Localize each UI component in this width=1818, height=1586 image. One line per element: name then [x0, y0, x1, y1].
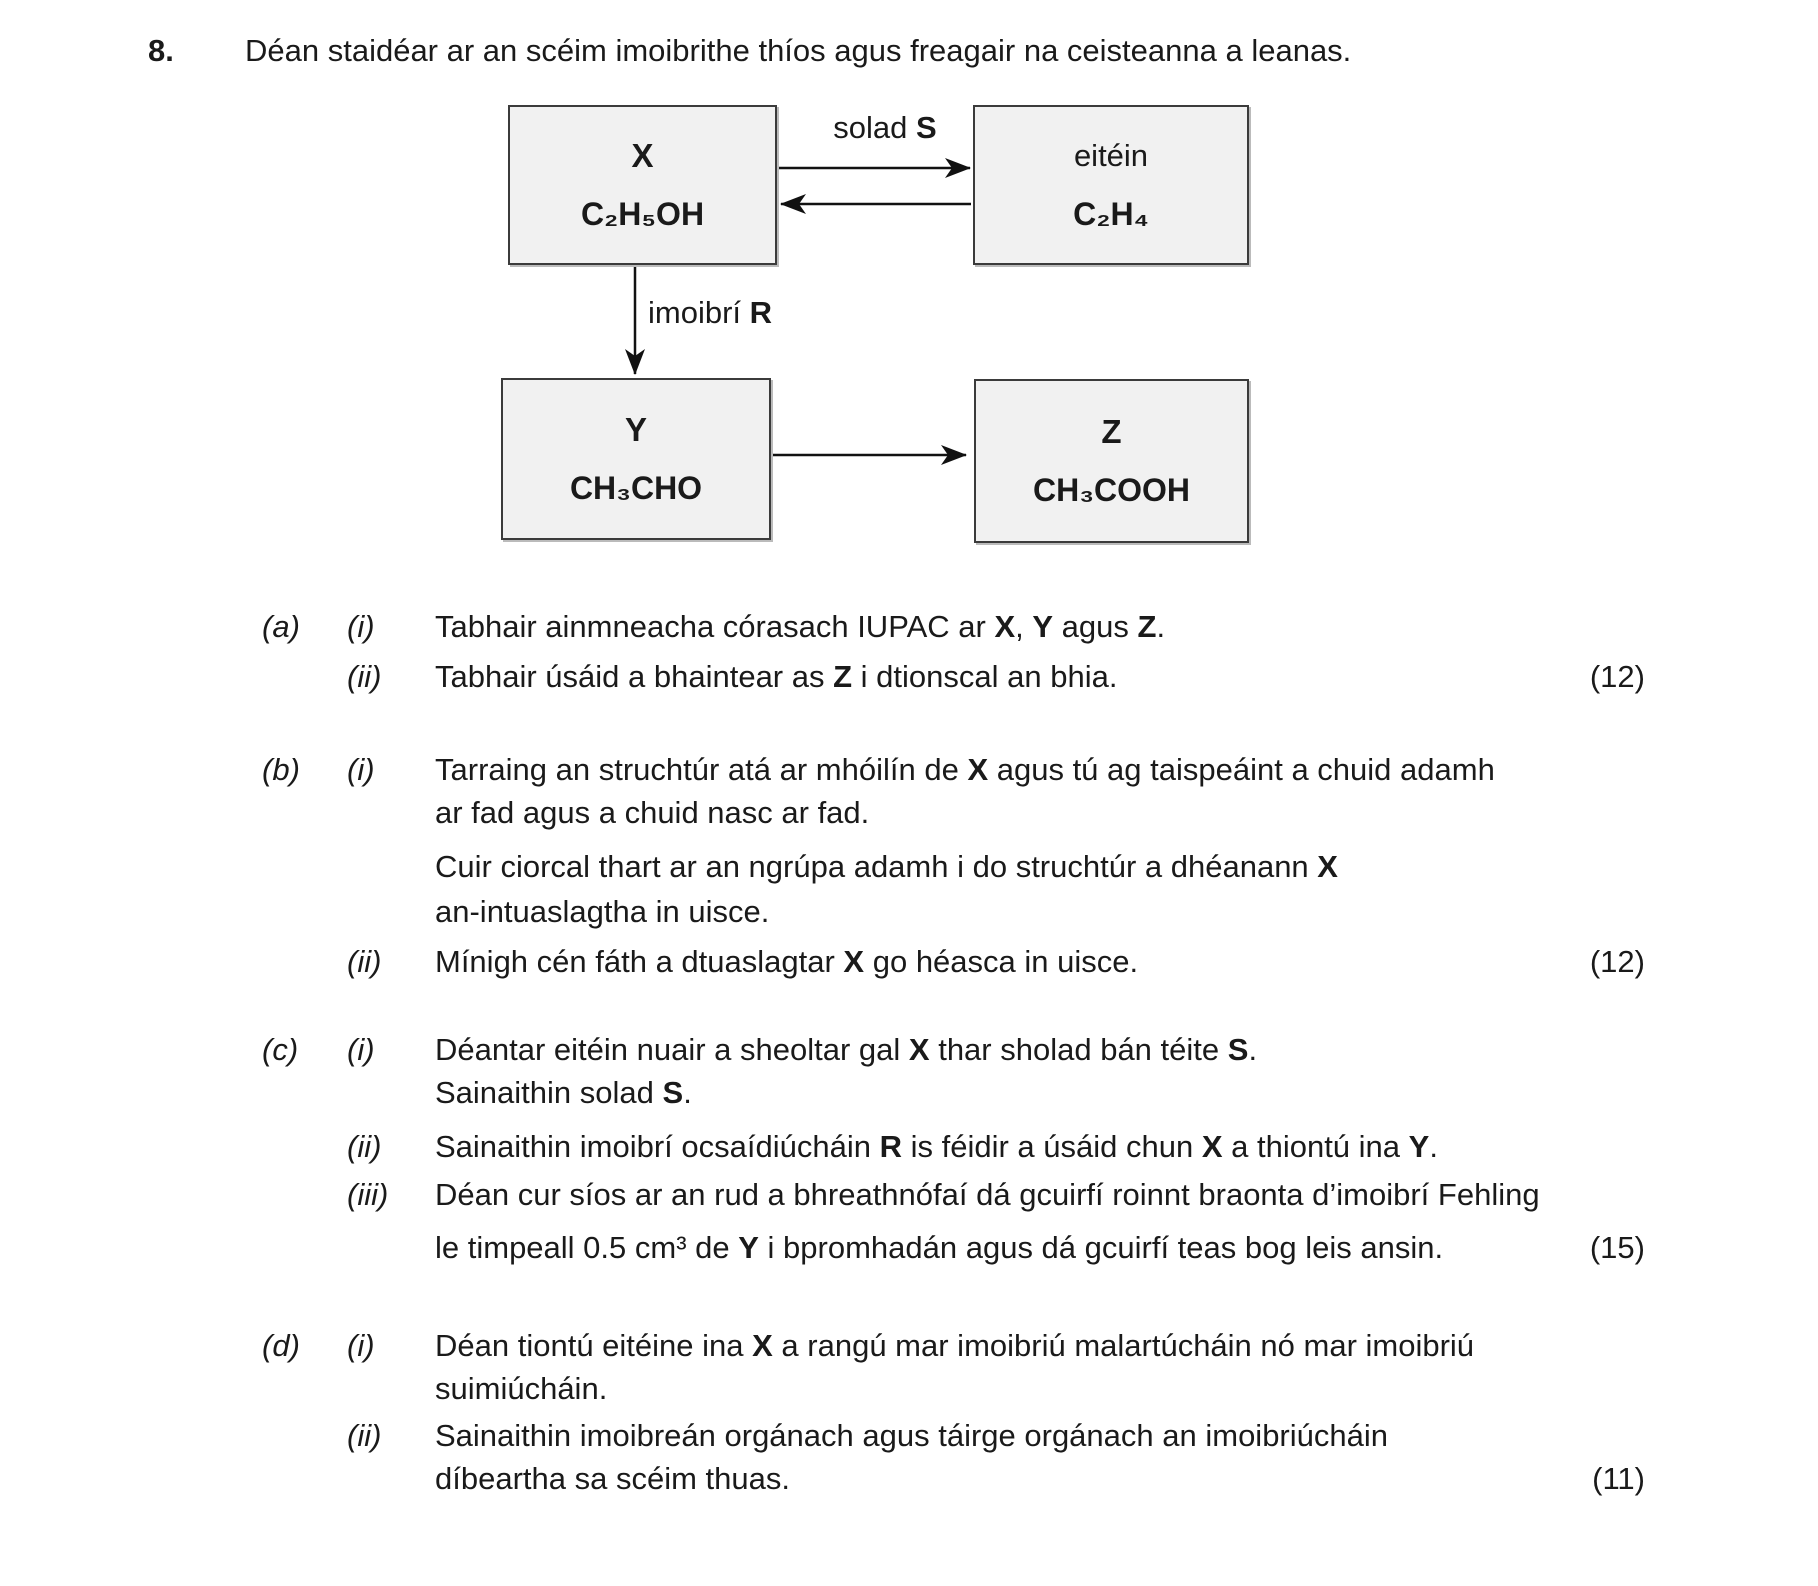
question-text: ar fad agus a chuid nasc ar fad.: [435, 795, 870, 830]
box-y-label: Y: [624, 411, 647, 448]
question-text: Déan tiontú eitéine ina X a rangú mar im…: [435, 1328, 1475, 1363]
question-text: Déan cur síos ar an rud a bhreathnófaí d…: [435, 1177, 1540, 1212]
question-line-c-ii: (ii) Sainaithin imoibrí ocsaídiúcháin R …: [0, 1126, 1818, 1168]
question-text: le timpeall 0.5 cm³ de Y i bpromhadán ag…: [435, 1230, 1444, 1265]
question-line-d-i-2: suimiúcháin.: [0, 1368, 1818, 1410]
part-label: (c): [262, 1032, 299, 1067]
question-line-a-ii: (ii) Tabhair úsáid a bhaintear as Z i dt…: [0, 656, 1818, 698]
part-label: (d): [262, 1328, 300, 1363]
question-text: Sainaithin imoibrí ocsaídiúcháin R is fé…: [435, 1129, 1438, 1164]
question-header: 8. Déan staidéar ar an scéim imoibrithe …: [0, 30, 1818, 72]
marks: (12): [1589, 944, 1645, 979]
box-eitein-formula: C₂H₄: [1073, 196, 1149, 232]
question-number: 8.: [148, 33, 174, 68]
box-compound-x: X C₂H₅OH: [508, 105, 777, 265]
part-label: (b): [262, 752, 300, 787]
question-line-c-i-2: Sainaithin solad S.: [0, 1072, 1818, 1114]
sub-label: (ii): [347, 1129, 382, 1164]
question-line-d-i-1: (d) (i) Déan tiontú eitéine ina X a rang…: [0, 1325, 1818, 1367]
question-text: Sainaithin imoibreán orgánach agus táirg…: [435, 1418, 1388, 1453]
question-line-b-i-1: (b) (i) Tarraing an struchtúr atá ar mhó…: [0, 749, 1818, 791]
question-line-b-i-2: ar fad agus a chuid nasc ar fad.: [0, 792, 1818, 834]
sub-label: (ii): [347, 1418, 382, 1453]
question-text: suimiúcháin.: [435, 1371, 608, 1406]
sub-label: (i): [347, 752, 375, 787]
sub-label: (i): [347, 1032, 375, 1067]
question-line-d-ii-2: díbeartha sa scéim thuas. (11): [0, 1458, 1818, 1500]
box-z-label: Z: [1101, 413, 1122, 450]
box-compound-y: Y CH₃CHO: [501, 378, 771, 540]
box-x-label: X: [631, 137, 654, 174]
marks: (15): [1589, 1230, 1645, 1265]
arrow-label-solad-s: solad S: [833, 110, 937, 145]
question-line-c-iii-1: (iii) Déan cur síos ar an rud a bhreathn…: [0, 1174, 1818, 1216]
sub-label: (i): [347, 609, 375, 644]
question-line-a-i: (a) (i) Tabhair ainmneacha córasach IUPA…: [0, 606, 1818, 648]
question-text: Mínigh cén fáth a dtuaslagtar X go héasc…: [435, 944, 1139, 979]
question-text: díbeartha sa scéim thuas.: [435, 1461, 790, 1496]
question-line-b-i-4: an-intuaslagtha in uisce.: [0, 891, 1818, 933]
question-text: Tarraing an struchtúr atá ar mhóilín de …: [435, 752, 1495, 787]
question-line-b-i-3: Cuir ciorcal thart ar an ngrúpa adamh i …: [0, 846, 1818, 888]
question-text: Cuir ciorcal thart ar an ngrúpa adamh i …: [435, 849, 1338, 884]
question-text: Sainaithin solad S.: [435, 1075, 692, 1110]
box-compound-eitein: eitéin C₂H₄: [973, 105, 1249, 265]
question-text: Tabhair úsáid a bhaintear as Z i dtionsc…: [435, 659, 1118, 694]
page-title: Déan staidéar ar an scéim imoibrithe thí…: [245, 33, 1352, 68]
question-line-d-ii-1: (ii) Sainaithin imoibreán orgánach agus …: [0, 1415, 1818, 1457]
question-text: Déantar eitéin nuair a sheoltar gal X th…: [435, 1032, 1258, 1067]
sub-label: (ii): [347, 659, 382, 694]
question-line-b-ii: (ii) Mínigh cén fáth a dtuaslagtar X go …: [0, 941, 1818, 983]
arrow-label-imoibri-r: imoibrí R: [648, 295, 773, 330]
sub-label: (i): [347, 1328, 375, 1363]
marks: (12): [1589, 659, 1645, 694]
question-line-c-i-1: (c) (i) Déantar eitéin nuair a sheoltar …: [0, 1029, 1818, 1071]
sub-label: (iii): [347, 1177, 389, 1212]
question-text: an-intuaslagtha in uisce.: [435, 894, 770, 929]
question-line-c-iii-2: le timpeall 0.5 cm³ de Y i bpromhadán ag…: [0, 1227, 1818, 1269]
marks: (11): [1592, 1461, 1645, 1496]
box-eitein-label: eitéin: [1073, 138, 1149, 173]
sub-label: (ii): [347, 944, 382, 979]
box-y-formula: CH₃CHO: [569, 470, 703, 506]
box-z-formula: CH₃COOH: [1032, 472, 1190, 508]
part-label: (a): [262, 609, 300, 644]
box-compound-z: Z CH₃COOH: [974, 379, 1249, 543]
box-x-formula: C₂H₅OH: [580, 196, 705, 232]
question-text: Tabhair ainmneacha córasach IUPAC ar X, …: [435, 609, 1166, 644]
